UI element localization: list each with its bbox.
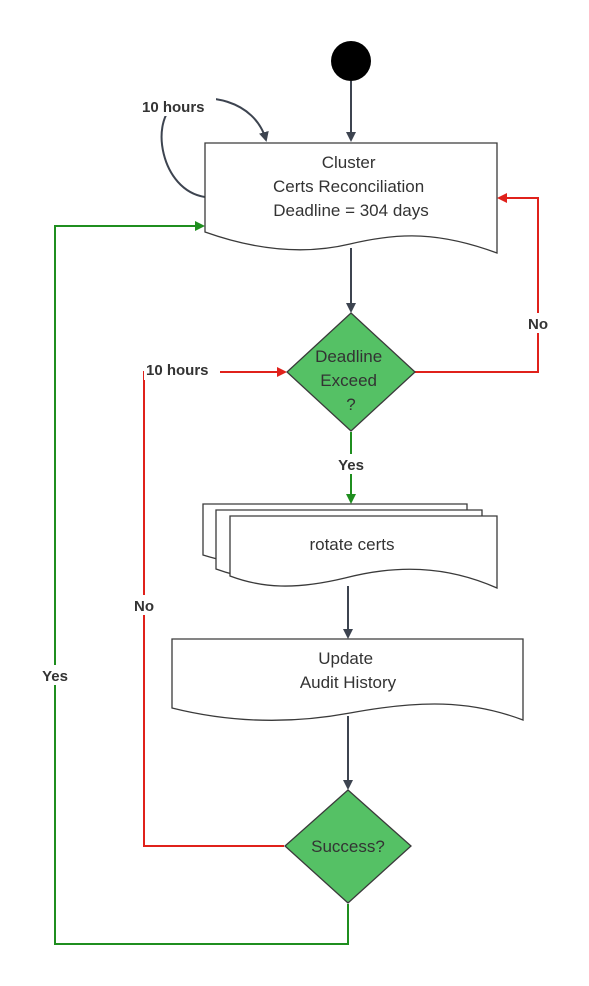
svg-text:Cluster Certs Reconcilia: Cluster Certs Reconciliation Deadline = … (273, 153, 429, 220)
audit-line-1: Update (318, 649, 373, 668)
node-audit-history: Update Audit History (171, 638, 524, 721)
cluster-line-2: Certs Reconciliation (273, 177, 424, 196)
start-node (331, 41, 371, 81)
edge-labels: 10 hours 10 hours No Yes No Yes (36, 96, 552, 685)
svg-text:Update Audit History: Update Audit History (300, 649, 397, 692)
node-cluster-reconciliation: Cluster Certs Reconciliation Deadline = … (204, 142, 498, 254)
label-success-yes: Yes (42, 668, 68, 685)
svg-text:Deadline Exceed ?: Deadline Exceed ? (315, 347, 387, 414)
label-deadline-yes: Yes (338, 457, 364, 474)
deadline-line-1: Deadline (315, 347, 382, 366)
deadline-line-3: ? (346, 395, 355, 414)
node-success: Success? (284, 789, 412, 904)
label-success-no: No (134, 598, 154, 615)
label-loop-deadline: 10 hours (146, 362, 209, 379)
node-rotate-certs: rotate certs (202, 503, 498, 589)
label-loop-cluster: 10 hours (142, 99, 205, 116)
rotate-line-1: rotate certs (309, 535, 394, 554)
svg-text:Success?: Success? (311, 837, 385, 856)
audit-line-2: Audit History (300, 673, 397, 692)
cluster-line-1: Cluster (322, 153, 376, 172)
cluster-line-3: Deadline = 304 days (273, 201, 428, 220)
label-deadline-no: No (528, 316, 548, 333)
success-line-1: Success? (311, 837, 385, 856)
deadline-line-2: Exceed (320, 371, 377, 390)
edge-success-yes (54, 221, 349, 945)
edge-success-no (143, 371, 284, 847)
edge-deadline-no (415, 193, 539, 373)
svg-text:rotate certs: rotate certs (309, 535, 394, 554)
node-deadline-exceed: Deadline Exceed ? (286, 312, 416, 432)
